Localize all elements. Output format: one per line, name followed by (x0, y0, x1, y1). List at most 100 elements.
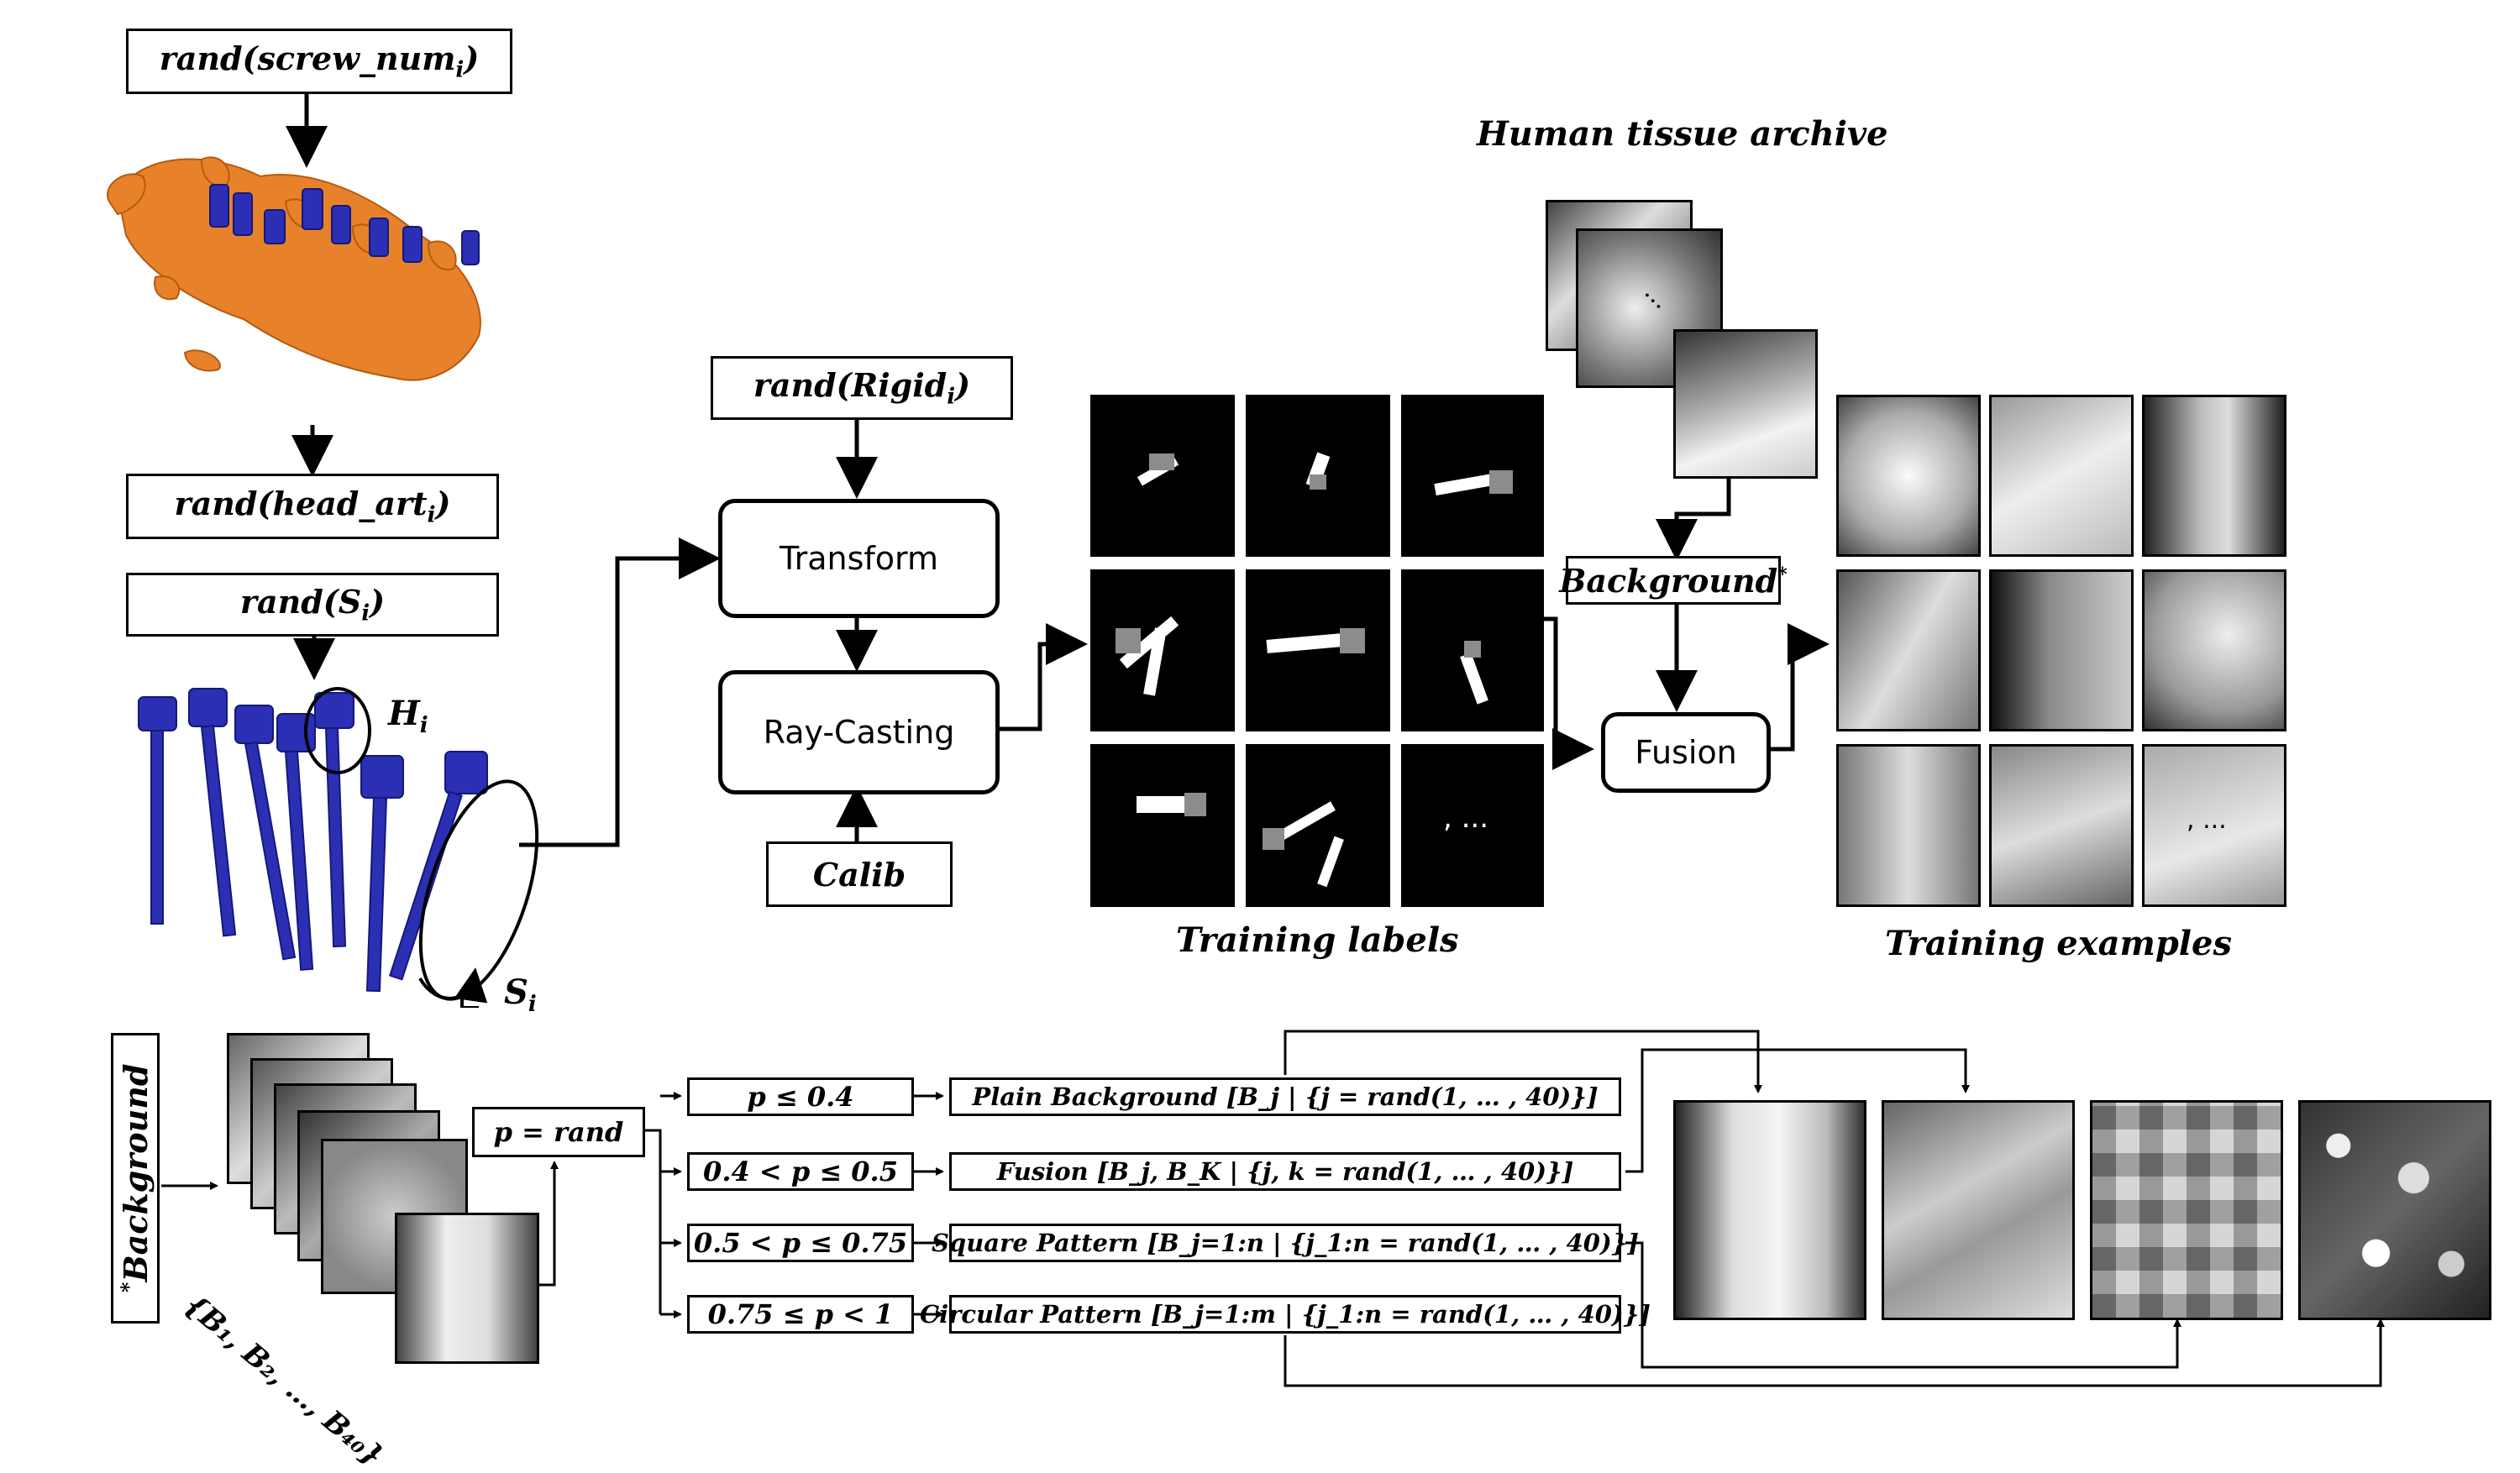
option-2-name: Fusion (996, 1157, 1089, 1186)
head-art-sub: i (427, 502, 436, 528)
label-tile-5 (1246, 569, 1390, 731)
label-tile-8 (1246, 744, 1390, 907)
p-rand-box: p = rand (472, 1107, 645, 1157)
si-label: Si (504, 972, 537, 1017)
square-pattern-example (2090, 1100, 2283, 1320)
label-tile-3 (1401, 395, 1544, 557)
arrow-fusion-to-examples (1760, 623, 1830, 752)
example-8 (1989, 744, 2134, 907)
si-sub: i (528, 992, 537, 1017)
human-tissue-title: Human tissue archive (1477, 114, 1888, 154)
s-label: rand(S (239, 583, 362, 621)
raycasting-label: Ray-Casting (763, 714, 955, 751)
bg-star: * (116, 1282, 141, 1293)
condition-4: 0.75 ≤ p < 1 (687, 1295, 914, 1334)
arrow-screws-to-transform (519, 537, 721, 847)
training-labels-grid: , ... (1090, 395, 1544, 907)
condition-3: 0.5 < p ≤ 0.75 (687, 1224, 914, 1262)
option-3-name: Square Pattern (931, 1229, 1139, 1257)
route-plain-to-img1 (1284, 1030, 1762, 1093)
label-tile-9: , ... (1401, 744, 1544, 907)
bg-vertical-text: Background (116, 1063, 155, 1282)
raycasting-box: Ray-Casting (718, 670, 1000, 794)
route-circular-to-img4 (1284, 1318, 2385, 1387)
option-fusion: Fusion [B_j, B_K | {j, k = rand(1, … , 4… (949, 1152, 1621, 1191)
training-examples-grid: , ... (1836, 395, 2290, 907)
si-text: S (504, 972, 528, 1012)
background-star: * (1777, 563, 1788, 585)
circular-pattern-example (2298, 1100, 2491, 1320)
labels-ellipsis: , ... (1443, 801, 1489, 835)
label-tile-1 (1090, 395, 1235, 557)
label-tile-4 (1090, 569, 1235, 731)
h-sub: i (419, 713, 428, 738)
background-vertical-label: *Background (116, 1064, 155, 1293)
condition-4-label: 0.75 ≤ p < 1 (707, 1298, 894, 1330)
example-1 (1836, 395, 1981, 557)
archive-image-3 (1673, 329, 1818, 479)
head-art-label: rand(head_art (174, 485, 428, 523)
option-plain-background: Plain Background [B_j | {j = rand(1, … ,… (949, 1077, 1621, 1116)
archive-ellipsis: ... (1638, 277, 1677, 315)
calib-box: Calib (766, 841, 953, 907)
plain-background-example (1673, 1100, 1866, 1320)
head-art-box: rand(head_arti) (126, 474, 499, 539)
condition-1: p ≤ 0.4 (687, 1077, 914, 1116)
example-7 (1836, 744, 1981, 907)
option-1-formula: [B_j | {j = rand(1, … , 40)}] (1226, 1082, 1599, 1111)
example-9: , ... (2142, 744, 2286, 907)
p-rand-label: p = rand (493, 1116, 624, 1148)
example-4 (1836, 569, 1981, 731)
arrow-stack-to-prand (538, 1161, 559, 1287)
background-vertical-box: *Background (111, 1033, 160, 1324)
h-label: Hi (388, 694, 428, 738)
screw-num-label: rand(screw_num (159, 39, 456, 78)
background-box: Background* (1559, 556, 1788, 605)
training-examples-title: Training examples (1885, 924, 2232, 963)
option-4-name: Circular Pattern (919, 1300, 1142, 1329)
close-paren-2: ) (435, 485, 451, 523)
condition-2: 0.4 < p ≤ 0.5 (687, 1152, 914, 1191)
condition-1-label: p ≤ 0.4 (747, 1081, 854, 1113)
s-box: rand(Si) (126, 573, 499, 637)
h-text: H (388, 694, 420, 733)
calib-label: Calib (812, 855, 906, 894)
fusion-box: Fusion (1601, 712, 1771, 793)
label-tile-6 (1401, 569, 1544, 731)
condition-2-label: 0.4 < p ≤ 0.5 (703, 1156, 898, 1187)
screw-set-render-icon (138, 687, 539, 1008)
example-5 (1989, 569, 2134, 731)
option-1-name: Plain Background (972, 1082, 1218, 1111)
fusion-label: Fusion (1635, 734, 1737, 771)
examples-ellipsis: , ... (2187, 805, 2227, 835)
stack-image-last (395, 1213, 539, 1364)
pipeline-diagram: rand(screw_numi) rand(head_arti) (107, 29, 2491, 1473)
arrow-labels-to-fusion (1536, 616, 1594, 770)
option-square-pattern: Square Pattern [B_j=1:n | {j_1:n = rand(… (932, 1224, 1639, 1262)
screw-num-sub: i (455, 57, 465, 83)
option-4-formula: [B_j=1:m | {j_1:n = rand(1, … , 40)}] (1150, 1300, 1651, 1329)
option-circular-pattern: Circular Pattern [B_j=1:m | {j_1:n = ran… (920, 1295, 1651, 1334)
route-square-to-img3 (1625, 1241, 2181, 1369)
training-labels-title: Training labels (1176, 920, 1459, 960)
rigid-box: rand(Rigidi) (711, 356, 1013, 420)
example-2 (1989, 395, 2134, 557)
option-2-formula: [B_j, B_K | {j, k = rand(1, … , 40)}] (1096, 1157, 1574, 1186)
screw-num-box: rand(screw_numi) (126, 29, 512, 94)
label-tile-2 (1246, 395, 1390, 557)
condition-3-label: 0.5 < p ≤ 0.75 (693, 1227, 908, 1259)
close-paren-3: ) (370, 583, 386, 621)
close-paren: ) (464, 39, 480, 78)
arrow-archive-to-background (1656, 477, 1731, 561)
fusion-example (1882, 1100, 2075, 1320)
rigid-sub: i (947, 384, 956, 410)
connector-layer (161, 94, 2385, 1387)
transform-box: Transform (718, 499, 1000, 618)
route-fusion-to-img2 (1625, 1048, 1970, 1173)
background-image-stack (227, 1033, 546, 1369)
background-label: Background (1559, 561, 1778, 600)
transform-label: Transform (779, 540, 939, 577)
rigid-label: rand(Rigid (753, 366, 948, 405)
option-3-formula: [B_j=1:n | {j_1:n = rand(1, … , 40)}] (1147, 1229, 1640, 1257)
label-tile-7 (1090, 744, 1235, 907)
